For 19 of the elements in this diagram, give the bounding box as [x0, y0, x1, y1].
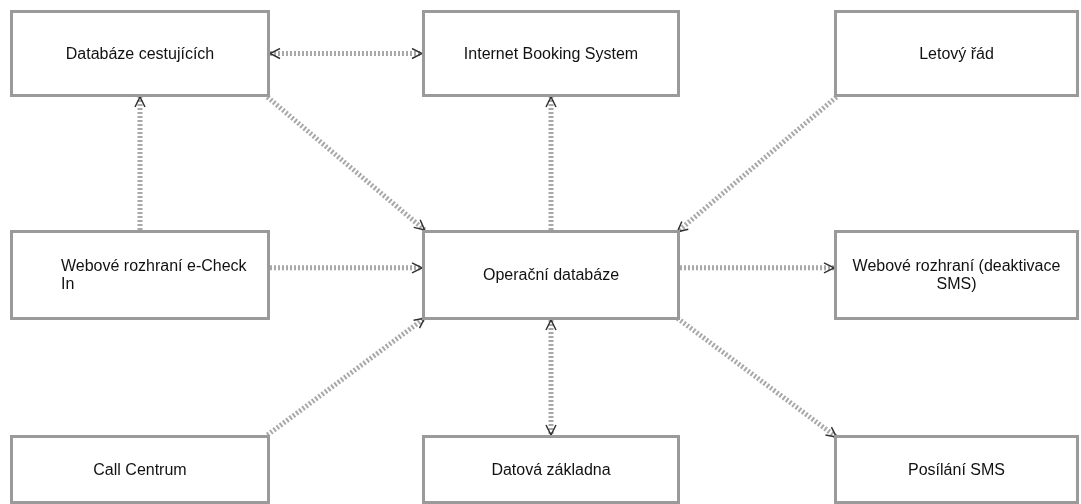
process-box: Letový řád [834, 10, 1079, 97]
arrow [675, 95, 839, 234]
process-box: Webové rozhraní e-Check In [10, 230, 270, 320]
process-box: Webové rozhraní (deaktivace SMS) [834, 230, 1079, 320]
arrow [265, 316, 427, 437]
arrow [680, 262, 835, 274]
process-box: Call Centrum [10, 435, 270, 504]
arrow [675, 316, 838, 440]
arrow [270, 262, 423, 274]
process-box: Databáze cestujících [10, 10, 270, 97]
arrow [269, 47, 423, 60]
arrow [134, 96, 146, 230]
process-box: Operační databáze [422, 230, 680, 320]
arrow [265, 95, 427, 232]
process-box: Posílání SMS [834, 435, 1079, 504]
process-box: Internet Booking System [422, 10, 680, 97]
arrow [545, 96, 557, 230]
arrow [545, 319, 557, 436]
process-box: Datová základna [422, 435, 680, 504]
